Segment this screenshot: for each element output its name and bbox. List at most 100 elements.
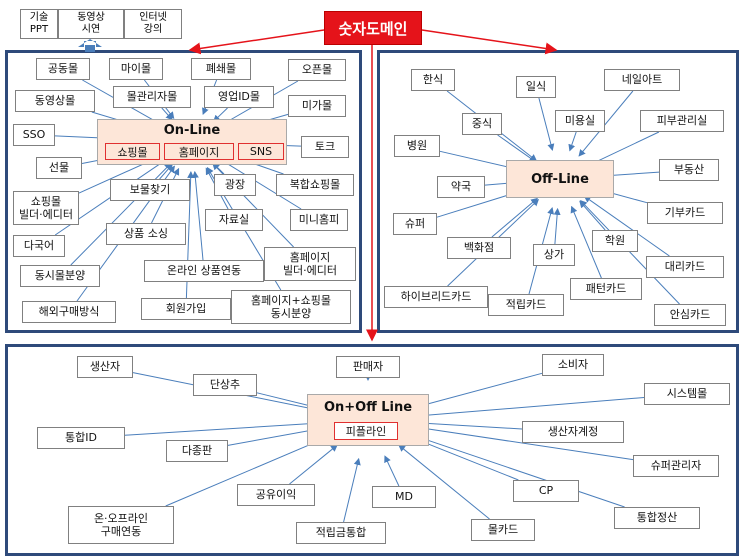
offline-node-10: 슈퍼 bbox=[393, 213, 437, 235]
onoff-node-4: 시스템몰 bbox=[644, 383, 730, 405]
domain-arrow-online bbox=[188, 29, 325, 55]
offline-node-7: 부동산 bbox=[659, 159, 719, 181]
online-node-18: 상품 소싱 bbox=[106, 223, 186, 245]
offline-node-14: 대리카드 bbox=[646, 256, 724, 278]
onoff-arrow-8 bbox=[406, 423, 634, 461]
onoff-node-0: 생산자 bbox=[77, 356, 133, 378]
offline-node-12: 상가 bbox=[533, 244, 575, 266]
onoff-node-2: 소비자 bbox=[542, 354, 604, 376]
online-node-20: 온라인 상품연동 bbox=[144, 260, 264, 282]
online-node-24: 홈페이지+쇼핑몰 동시분양 bbox=[231, 290, 351, 324]
offline-node-0: 한식 bbox=[411, 69, 455, 91]
online-arrow-5 bbox=[161, 107, 173, 121]
online-node-2: 폐쇄몰 bbox=[191, 58, 251, 80]
online-sub-sns: SNS bbox=[238, 143, 284, 160]
offline-node-4: 미용실 bbox=[555, 110, 605, 132]
offline-arrow-1 bbox=[538, 97, 555, 151]
online-node-22: 해외구매방식 bbox=[22, 301, 116, 323]
online-node-6: 영업ID몰 bbox=[204, 86, 274, 108]
offline-arrow-17 bbox=[570, 205, 602, 279]
online-node-15: 자료실 bbox=[205, 209, 263, 231]
online-sub-shop: 쇼핑몰 bbox=[105, 143, 160, 160]
online-node-13: 복합쇼핑몰 bbox=[276, 174, 354, 196]
onoff-arrow-12 bbox=[165, 434, 333, 507]
offline-arrow-3 bbox=[497, 134, 537, 163]
domain-title: 숫자도메인 bbox=[324, 11, 422, 45]
onoff-node-3: 단상추 bbox=[193, 374, 257, 396]
offline-arrow-4 bbox=[568, 131, 577, 152]
offline-node-6: 병원 bbox=[394, 135, 440, 157]
onoff-arrow-9 bbox=[289, 444, 338, 485]
online-center-label: On-Line bbox=[163, 123, 221, 138]
offline-node-15: 하이브리드카드 bbox=[384, 286, 488, 308]
offline-node-13: 학원 bbox=[592, 230, 638, 252]
onoff-node-1: 판매자 bbox=[336, 356, 400, 378]
online-node-16: 미니홈피 bbox=[290, 209, 348, 231]
onoff-node-12: 온·오프라인 구매연동 bbox=[68, 506, 174, 544]
online-node-3: 오픈몰 bbox=[288, 59, 346, 81]
online-node-4: 동영상몰 bbox=[15, 90, 95, 112]
up-arrow-shape bbox=[78, 39, 102, 47]
onoff-arrow-15 bbox=[398, 444, 490, 520]
offline-node-16: 적립카드 bbox=[488, 294, 564, 316]
onoff-center-label: On+Off Line bbox=[323, 400, 413, 415]
offline-node-9: 기부카드 bbox=[647, 202, 723, 224]
online-node-19: 동시몰분양 bbox=[20, 265, 100, 287]
onoff-arrow-4 bbox=[406, 397, 645, 420]
offline-arrow-18 bbox=[580, 199, 680, 305]
internet-lecture-box: 인터넷 강의 bbox=[124, 9, 182, 39]
onoff-arrow-14 bbox=[343, 457, 361, 523]
onoff-sub-peopleline: 피플라인 bbox=[334, 422, 398, 440]
offline-center: Off-Line bbox=[506, 160, 614, 198]
tech-ppt-box: 기술 PPT bbox=[20, 9, 58, 39]
online-node-0: 공동몰 bbox=[36, 58, 90, 80]
onoff-arrow-10 bbox=[384, 455, 400, 487]
offline-node-8: 약국 bbox=[437, 176, 485, 198]
video-demo-box: 동영상 시연 bbox=[58, 9, 124, 39]
offline-arrow-13 bbox=[579, 200, 606, 231]
offline-node-5: 피부관리실 bbox=[640, 110, 724, 132]
onoff-panel bbox=[5, 344, 739, 556]
offline-node-11: 백화점 bbox=[447, 237, 511, 259]
onoff-node-14: 적립금통합 bbox=[296, 522, 386, 544]
online-node-10: 선물 bbox=[36, 157, 82, 179]
online-panel bbox=[5, 50, 362, 333]
onoff-arrow-13 bbox=[404, 431, 625, 508]
online-sub-home: 홈페이지 bbox=[164, 143, 234, 160]
online-node-9: 토크 bbox=[301, 136, 349, 158]
online-node-17: 다국어 bbox=[13, 235, 65, 257]
up-arrow-stem bbox=[85, 45, 95, 52]
onoff-node-5: 통합ID bbox=[37, 427, 125, 449]
onoff-node-15: 몰카드 bbox=[471, 519, 535, 541]
online-node-1: 마이몰 bbox=[109, 58, 163, 80]
offline-node-1: 일식 bbox=[516, 76, 556, 98]
onoff-node-9: 공유이익 bbox=[237, 484, 315, 506]
offline-node-17: 패턴카드 bbox=[570, 278, 642, 300]
online-node-14: 쇼핑몰 빌더·에디터 bbox=[13, 191, 79, 225]
offline-arrow-14 bbox=[583, 195, 670, 257]
offline-arrow-11 bbox=[491, 197, 538, 238]
offline-arrow-12 bbox=[553, 207, 561, 245]
onoff-node-13: 통합정산 bbox=[614, 507, 700, 529]
onoff-node-8: 슈퍼관리자 bbox=[633, 455, 719, 477]
onoff-arrow-2 bbox=[405, 372, 543, 412]
offline-arrow-2 bbox=[578, 90, 634, 157]
onoff-node-11: CP bbox=[513, 480, 579, 502]
online-node-5: 몰관리자몰 bbox=[113, 86, 191, 108]
online-arrow-16 bbox=[216, 157, 302, 210]
onoff-arrow-5 bbox=[124, 419, 330, 436]
online-node-7: 미가몰 bbox=[288, 95, 346, 117]
offline-node-3: 중식 bbox=[462, 113, 502, 135]
offline-center-label: Off-Line bbox=[531, 172, 589, 187]
online-node-11: 보물찾기 bbox=[110, 179, 190, 201]
offline-panel bbox=[377, 50, 739, 333]
offline-node-18: 안심카드 bbox=[654, 304, 726, 326]
online-node-23: 회원가입 bbox=[141, 298, 231, 320]
offline-node-2: 네일아트 bbox=[604, 69, 680, 91]
online-node-12: 광장 bbox=[214, 174, 256, 196]
online-node-21: 홈페이지 빌더·에디터 bbox=[264, 247, 356, 281]
domain-arrow-offline bbox=[421, 29, 558, 55]
online-node-8: SSO bbox=[13, 124, 55, 146]
onoff-node-10: MD bbox=[372, 486, 436, 508]
online-arrow-20 bbox=[191, 170, 204, 261]
